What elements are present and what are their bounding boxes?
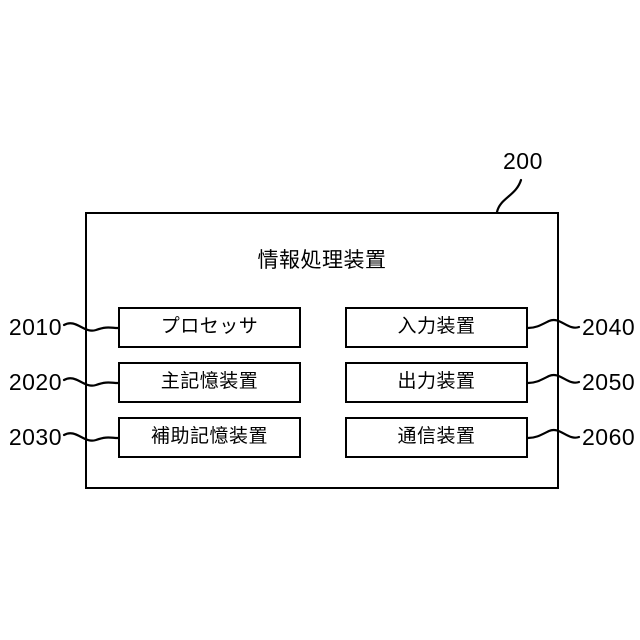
leader-line-2040: [526, 318, 581, 330]
leader-line-200: [495, 178, 523, 214]
unit-label-communication-device: 通信装置: [397, 426, 476, 447]
unit-label-processor: プロセッサ: [160, 316, 259, 337]
unit-label-output-device: 出力装置: [397, 371, 476, 392]
reference-numeral-2030: 2030: [8, 424, 62, 450]
information-processing-device-title: 情報処理装置: [257, 249, 387, 272]
reference-numeral-2050: 2050: [582, 369, 636, 395]
leader-line-2050: [526, 373, 581, 385]
unit-label-main-memory: 主記憶装置: [160, 371, 259, 392]
leader-line-2060: [526, 428, 581, 440]
unit-label-auxiliary-storage: 補助記憶装置: [150, 426, 268, 447]
leader-line-2030: [62, 432, 120, 442]
unit-box-output-device: 出力装置: [345, 362, 528, 403]
unit-box-main-memory: 主記憶装置: [118, 362, 301, 403]
unit-box-input-device: 入力装置: [345, 307, 528, 348]
reference-numeral-2010: 2010: [8, 314, 62, 340]
leader-line-2010: [62, 322, 120, 332]
unit-box-communication-device: 通信装置: [345, 417, 528, 458]
reference-numeral-2040: 2040: [582, 314, 636, 340]
information-processing-device-box: [85, 212, 559, 489]
leader-line-2020: [62, 377, 120, 387]
reference-numeral-2020: 2020: [8, 369, 62, 395]
unit-label-input-device: 入力装置: [397, 316, 476, 337]
unit-box-processor: プロセッサ: [118, 307, 301, 348]
reference-numeral-2060: 2060: [582, 424, 636, 450]
reference-numeral-200: 200: [503, 148, 543, 174]
unit-box-auxiliary-storage: 補助記憶装置: [118, 417, 301, 458]
